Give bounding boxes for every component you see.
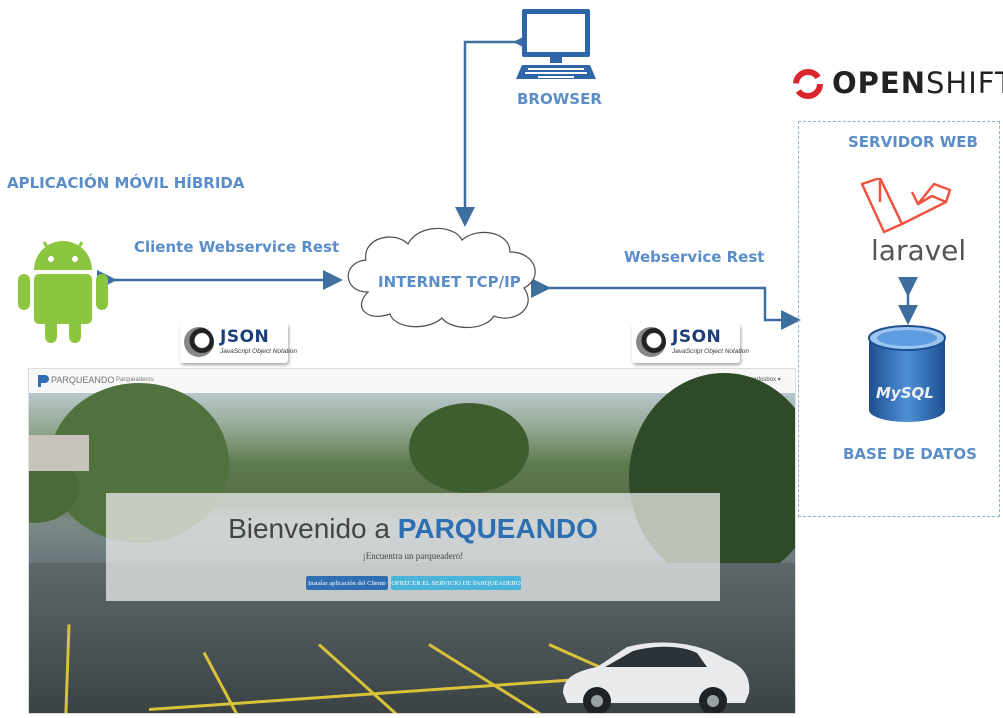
cloud-icon bbox=[338, 222, 548, 330]
json-title: JSON bbox=[220, 327, 270, 347]
computer-monitor-icon bbox=[516, 7, 596, 81]
hero-panel: Bienvenido a PARQUEANDO ¡Encuentra un pa… bbox=[106, 493, 720, 601]
offer-service-button[interactable]: OFRECER EL SERVICIO DE PARQUEADERO bbox=[391, 576, 521, 590]
navbar-brand[interactable]: PARQUEANDO bbox=[51, 375, 115, 385]
mysql-database-icon bbox=[866, 324, 948, 424]
json-logo-right: JSON JavaScript Object Notation bbox=[632, 323, 749, 363]
json-ring-icon bbox=[636, 327, 666, 357]
laravel-logo-icon bbox=[858, 176, 954, 234]
openshift-bold: OPEN bbox=[832, 66, 926, 100]
openshift-light: SHIFT bbox=[926, 66, 1003, 100]
internet-label: INTERNET TCP/IP bbox=[378, 273, 521, 291]
user-name: carlosbox bbox=[750, 377, 776, 383]
server-container bbox=[798, 121, 1000, 517]
tree bbox=[409, 403, 529, 493]
openshift-logo-text: OPENSHIFT bbox=[832, 66, 1003, 100]
arrow-browser-internet bbox=[455, 32, 533, 227]
json-title: JSON bbox=[672, 327, 722, 347]
openshift-logo-icon bbox=[790, 66, 826, 102]
house bbox=[29, 435, 89, 471]
car-image bbox=[557, 637, 753, 713]
server-label: SERVIDOR WEB bbox=[848, 133, 978, 151]
hero-subtitle: ¡Encuentra un parqueadero! bbox=[362, 551, 464, 561]
hero-title: Bienvenido a PARQUEANDO bbox=[106, 513, 720, 545]
mobile-app-label: APLICACIÓN MÓVIL HÍBRIDA bbox=[7, 174, 245, 192]
webservice-label: Webservice Rest bbox=[624, 248, 765, 266]
mysql-text: MySQL bbox=[876, 384, 934, 402]
json-logo-left: JSON JavaScript Object Notation bbox=[180, 323, 297, 363]
client-webservice-label: Cliente Webservice Rest bbox=[134, 238, 340, 256]
caret-down-icon: ▾ bbox=[775, 377, 781, 383]
json-ring-icon bbox=[184, 327, 214, 357]
install-client-button[interactable]: Instalar aplicación del Cliente bbox=[306, 576, 388, 590]
nav-link-parqueaderos[interactable]: Parqueaderos bbox=[116, 377, 154, 383]
android-robot-icon bbox=[16, 236, 110, 344]
webapp-screenshot: PARQUEANDO Parqueaderos ● carlosbox ▾ bbox=[28, 368, 796, 714]
laravel-text: laravel bbox=[871, 234, 967, 267]
database-label: BASE DE DATOS bbox=[843, 445, 977, 463]
arrow-internet-server bbox=[531, 278, 801, 330]
parking-lot-photo: Bienvenido a PARQUEANDO ¡Encuentra un pa… bbox=[29, 373, 795, 713]
browser-label: BROWSER bbox=[517, 90, 602, 108]
json-subtitle: JavaScript Object Notation bbox=[672, 348, 749, 355]
json-subtitle: JavaScript Object Notation bbox=[220, 348, 297, 355]
parqueando-logo-icon bbox=[37, 374, 49, 388]
hero-prefix: Bienvenido a bbox=[228, 513, 390, 544]
hero-brand: PARQUEANDO bbox=[397, 513, 598, 544]
